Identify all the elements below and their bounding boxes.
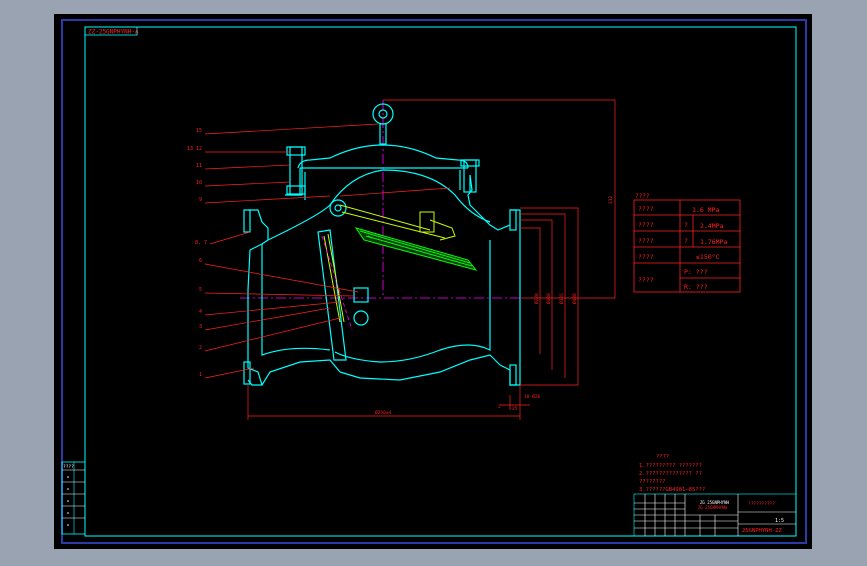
spec-row-label: ???? <box>638 237 654 245</box>
spec-row-value: ≤150°C <box>696 253 720 261</box>
valve-drawing: 15 13 12 11 10 9 8, 7 6 5 4 3 2 1 <box>187 99 616 420</box>
leader-label: 2 <box>199 345 202 351</box>
title-top-right: ?????????? <box>748 501 775 507</box>
spec-row-symbol: R: ??? <box>684 283 708 291</box>
sheet-outer-frame <box>61 19 807 544</box>
dimension-label: Ø325 <box>558 293 565 304</box>
notes-title: ???? <box>656 454 669 460</box>
spec-row-value: 1.6 MPa <box>692 206 719 214</box>
drawing-number-text: ZZ-25GNPHYNH-A <box>88 29 139 36</box>
leader-lines <box>204 123 451 379</box>
scale-mark: 1:5 <box>775 518 784 524</box>
left-side-column: ???? <box>61 461 86 535</box>
dimension-label: Ø400 <box>571 293 578 304</box>
spec-table: ???? ???? 1.6 MPa ???? ? 2.4MPa ???? ? 1… <box>633 193 741 293</box>
notes-line: ???????? <box>639 479 666 485</box>
title-block: ZG 25GNPHYNH ZG 25GNPHYNH ?????????? 1:5… <box>633 493 797 537</box>
spec-row-label: ???? <box>638 205 654 213</box>
spec-row-symbol: ? <box>684 221 688 229</box>
leader-label: 13 12 <box>187 146 202 152</box>
leader-label: 5 <box>199 287 202 293</box>
notes-line: 2.?????????????? ?? <box>639 471 702 477</box>
spec-table-title: ???? <box>635 193 650 200</box>
left-column-label: ???? <box>63 464 74 470</box>
dimension-label: Ø250±4 <box>375 409 392 416</box>
technical-notes: ???? 1.????????? ??????? 2.?????????????… <box>639 454 705 493</box>
spec-row-label: ???? <box>638 221 654 229</box>
leader-label-group: 15 13 12 11 10 9 8, 7 6 5 4 3 2 1 <box>187 128 207 378</box>
sheet-border <box>84 26 797 537</box>
dimension-label: 2 <box>498 404 501 410</box>
leader-label: 4 <box>199 309 202 315</box>
drawing-code: 25GNPHYNH-ZZ <box>742 528 782 534</box>
leader-label: 10 <box>196 180 202 186</box>
spec-row-label: ???? <box>638 276 654 284</box>
spec-row-label: ???? <box>638 253 654 261</box>
leader-label: 8, 7 <box>195 240 207 246</box>
notes-line: 3.??????GB4981—85??? <box>639 487 705 493</box>
spec-row-symbol: ? <box>684 237 688 245</box>
leader-label: 15 <box>196 128 202 134</box>
dimension-label: 312 <box>608 196 614 204</box>
notes-line: 1.????????? ??????? <box>639 463 702 469</box>
drawing-canvas <box>54 14 812 549</box>
dimension-lines <box>247 99 616 420</box>
spec-row-value: 2.4MPa <box>700 222 724 230</box>
dimension-label-group: 312 Ø220 Ø300 Ø325 Ø400 2 25 18-Ø26 Ø250… <box>375 196 614 416</box>
leader-label: 3 <box>199 324 202 330</box>
company-name: ZG 25GNPHYNH <box>700 500 729 505</box>
valve-disc <box>323 204 478 323</box>
leader-label: 6 <box>199 258 202 264</box>
valve-body-outline <box>243 103 521 386</box>
spec-row-symbol: P: ??? <box>684 268 708 276</box>
leader-label: 11 <box>196 163 202 169</box>
dimension-label: 18-Ø26 <box>524 393 541 400</box>
dimension-label: Ø300 <box>545 293 552 304</box>
spec-row-value: 1.76MPa <box>700 238 727 246</box>
drawing-number-box <box>84 26 138 36</box>
dimension-label: Ø220 <box>533 293 540 304</box>
leader-label: 1 <box>199 372 202 378</box>
disc-open-path <box>321 235 353 331</box>
company-subname: ZG 25GNPHYNH <box>698 505 727 510</box>
leader-label: 9 <box>199 197 202 203</box>
dimension-label: 25 <box>512 406 518 412</box>
